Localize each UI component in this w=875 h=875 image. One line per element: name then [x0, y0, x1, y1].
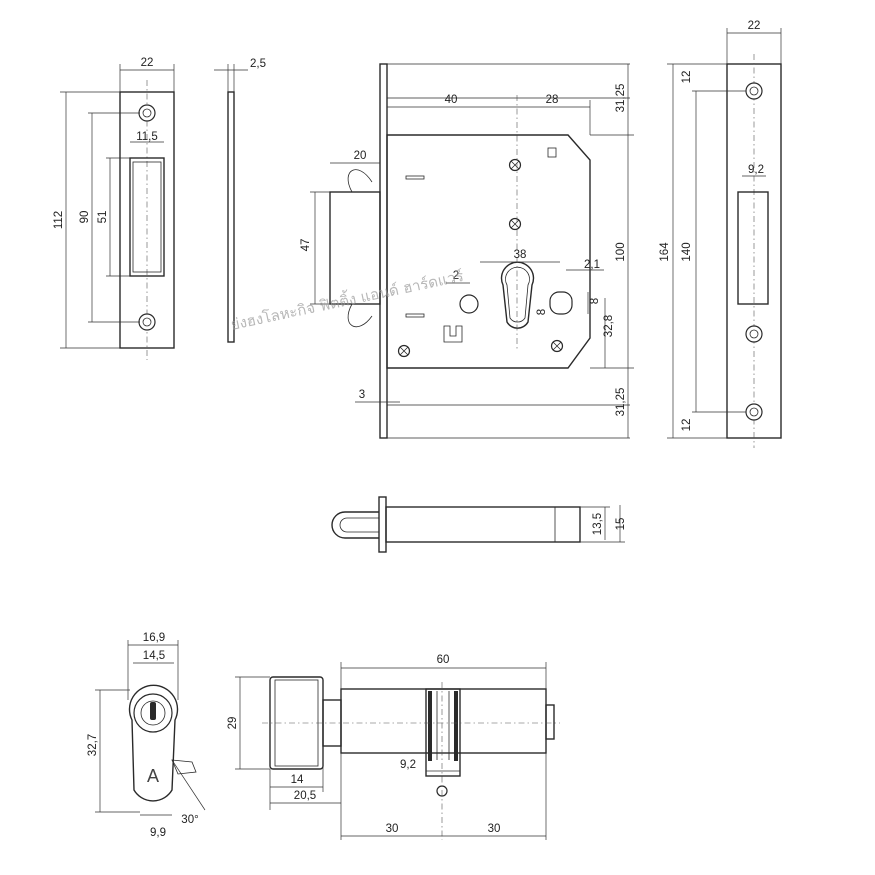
screw-left-icon — [397, 344, 411, 358]
label-cylinder-outer: 16,9 — [143, 632, 165, 644]
label-cam-offset: 28 — [546, 94, 559, 106]
faceplate-front: 22 164 140 12 12 9,2 — [659, 20, 782, 448]
spindle-hole-icon — [459, 294, 479, 314]
label-cam-angle: 30° — [181, 814, 198, 826]
cylinder-profile — [128, 684, 179, 802]
label-half-right: 30 — [488, 823, 501, 835]
label-cylinder-center: 32,8 — [603, 315, 615, 337]
label-strike-width: 22 — [141, 57, 154, 69]
label-bolt-height: 13,5 — [592, 513, 604, 535]
label-strike-height: 112 — [53, 211, 65, 229]
faceplate-top-hole-icon — [745, 82, 763, 100]
label-cam-width: 9,9 — [150, 827, 166, 839]
label-knob-diameter: 29 — [227, 717, 239, 730]
keyway-icon — [150, 702, 156, 720]
latch-bevel-bottom — [347, 303, 373, 328]
watermark-text: ย่งฮงโลหะกิจ ฟิตติ้ง แอนด์ ฮาร์ดแวร์ — [229, 265, 466, 334]
cylinder-end-cap — [545, 704, 555, 740]
label-left-offset: 2 — [453, 270, 459, 282]
label-right-offset: 2,1 — [584, 259, 600, 271]
label-slot-width: 8 — [536, 309, 548, 315]
cam-housing — [425, 688, 461, 777]
dim-cam-angle — [171, 759, 206, 811]
label-faceplate-bottom-margin: 12 — [681, 419, 693, 432]
label-bolt-throw: 20 — [354, 150, 367, 162]
strike-bottom-hole-inner — [142, 317, 152, 327]
slot-hole — [549, 291, 573, 315]
lock-faceplate-edge — [379, 63, 388, 439]
label-screw-width: 9,2 — [400, 759, 416, 771]
lock-tab — [443, 325, 463, 343]
label-knob-length: 14 — [291, 774, 304, 786]
strike-bottom-hole-icon — [138, 313, 156, 331]
label-faceplate-pitch: 140 — [681, 242, 693, 261]
label-cylinder-inner: 14,5 — [143, 650, 165, 662]
cylinder-end-view: A 16,9 14,5 32,7 9,9 30° — [87, 632, 206, 839]
cylinder-side-view: 60 29 14 20,5 9,2 30 30 — [227, 654, 560, 840]
latch-bevel-top — [347, 169, 373, 193]
strike-plate-front: 22 11,5 112 90 51 — [53, 57, 175, 360]
cylinder-cutout — [500, 261, 535, 329]
bolt-top-view: 13,5 15 — [331, 496, 627, 553]
label-bottom-margin: 31,25 — [615, 388, 627, 417]
label-faceplate-window: 9,2 — [748, 164, 764, 176]
label-strike-pitch: 90 — [79, 211, 91, 224]
label-knob-offset: 20,5 — [294, 790, 316, 802]
screw-top-icon — [508, 158, 522, 172]
bolt-faceplate — [378, 496, 387, 553]
strike-plate-side: 2,5 — [214, 58, 266, 343]
label-faceplate-width: 22 — [748, 20, 761, 32]
label-body-height: 100 — [615, 242, 627, 261]
strike-window-inner — [132, 161, 162, 273]
strike-top-hole-inner — [142, 108, 152, 118]
label-top-margin: 31,25 — [615, 84, 627, 113]
lock-case-outline — [386, 134, 591, 369]
label-slot-height: 8 — [589, 298, 601, 304]
strike-top-hole-icon — [138, 104, 156, 122]
label-faceplate-top-margin: 12 — [681, 71, 693, 84]
label-strike-window-height: 51 — [97, 211, 109, 224]
label-strike-window-width: 11,5 — [136, 131, 158, 143]
label-faceplate-thickness: 3 — [359, 389, 365, 401]
brand-logo-icon: A — [147, 766, 159, 786]
label-cylinder-length: 60 — [437, 654, 450, 666]
cam-icon — [171, 759, 197, 775]
screw-right-icon — [550, 339, 564, 353]
label-backset: 40 — [445, 94, 458, 106]
strike-plate-outline — [119, 91, 175, 349]
label-half-left: 30 — [386, 823, 399, 835]
lock-body: 40 28 20 47 3 31,25 100 31,25 38 2 2,1 8… — [300, 63, 634, 439]
cylinder-barrel — [340, 688, 547, 754]
label-strike-thickness: 2,5 — [250, 58, 266, 70]
faceplate-window — [737, 191, 769, 305]
faceplate-middle-hole-icon — [745, 325, 763, 343]
bolt-body — [385, 506, 581, 543]
latch-bolt — [329, 191, 381, 305]
strike-side-outline — [227, 91, 235, 343]
label-bolt-height: 47 — [300, 239, 312, 252]
label-faceplate-height: 164 — [659, 242, 671, 262]
label-bolt-total: 15 — [615, 518, 627, 531]
strike-window-outer — [129, 157, 165, 277]
screw-middle-icon — [508, 217, 522, 231]
bolt-tongue-outer — [331, 511, 379, 539]
label-cylinder-spacing: 38 — [514, 249, 527, 261]
label-cylinder-height: 32,7 — [87, 734, 99, 756]
faceplate-bottom-hole-icon — [745, 403, 763, 421]
